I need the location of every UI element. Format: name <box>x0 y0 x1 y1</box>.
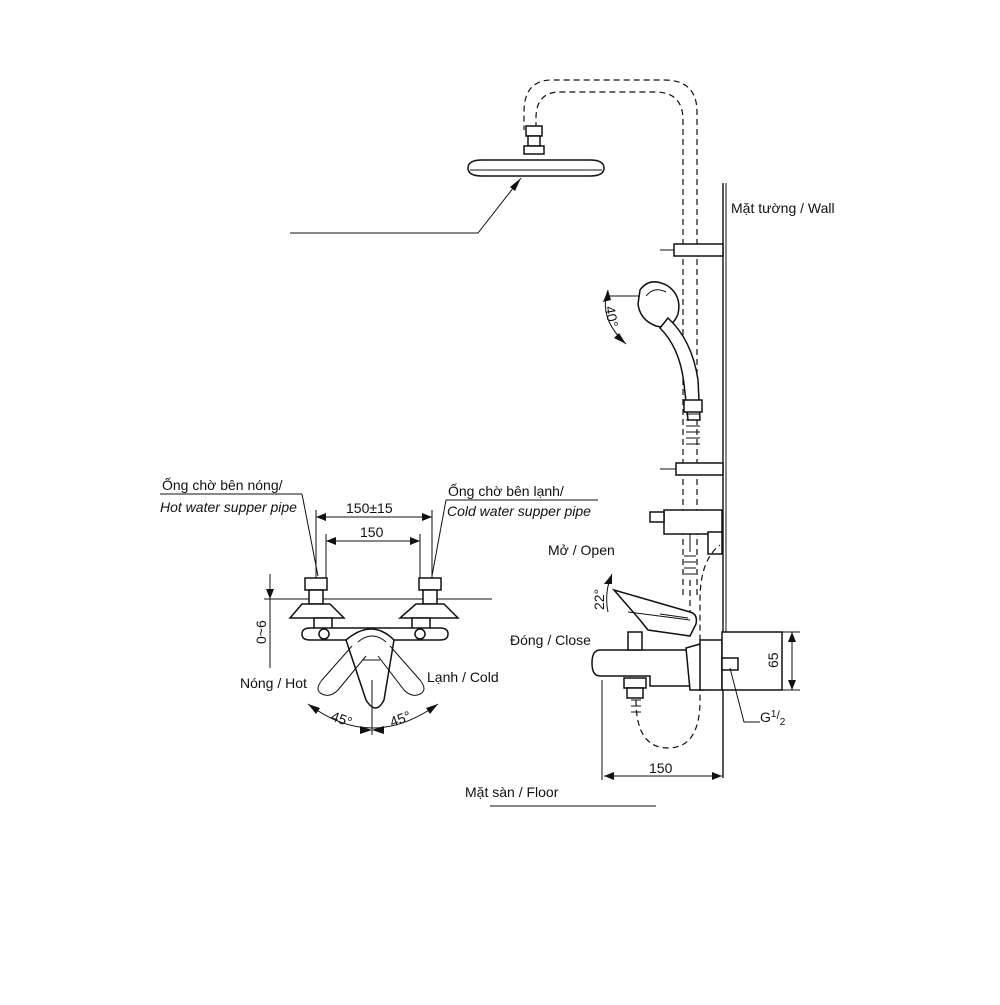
offset-dimension <box>264 574 300 668</box>
open-label: Mở / Open <box>548 542 615 558</box>
spacing-label: 150 <box>360 524 384 540</box>
thread-label: G1/2 <box>760 708 786 728</box>
spacing-tolerance-dimension <box>315 510 433 580</box>
upper-wall-bracket <box>660 243 724 257</box>
lever-angle-arc <box>604 573 613 613</box>
mixer-body-side <box>591 631 783 713</box>
lever-front <box>345 628 395 709</box>
overhead-shower-head <box>467 125 605 177</box>
lever-angle-label: 22° <box>591 589 607 610</box>
close-label: Đóng / Close <box>510 632 591 648</box>
floor-label: Mặt sàn / Floor <box>465 784 559 800</box>
hot-pipe-label-en: Hot water supper pipe <box>160 499 297 515</box>
wall-label: Mặt tường / Wall <box>731 200 835 216</box>
middle-wall-bracket <box>660 462 724 476</box>
cold-label: Lạnh / Cold <box>427 669 499 685</box>
cold-connector <box>398 577 460 631</box>
shower-riser-pipe <box>523 79 698 595</box>
height-label: 65 <box>765 652 781 668</box>
cold-pipe-leader <box>431 499 598 577</box>
spacing-dimension <box>325 534 421 584</box>
hot-connector <box>288 577 346 631</box>
thread-leader <box>729 667 760 723</box>
height-dimension <box>782 631 800 691</box>
lever-rotation-ghosts <box>317 645 425 696</box>
handshower-angle-arc <box>603 289 640 345</box>
angle-right-label: 45° <box>388 708 413 730</box>
mixer-lever <box>611 588 698 637</box>
wall-distance-label: 150 <box>649 760 673 776</box>
offset-label: 0~6 <box>253 620 269 644</box>
cold-pipe-label-en: Cold water supper pipe <box>447 503 591 519</box>
hot-label: Nóng / Hot <box>240 675 307 691</box>
diverter-block <box>649 509 723 575</box>
wall-distance-dimension <box>601 680 722 780</box>
shower-head-leader <box>290 177 522 234</box>
handshower-angle-label: 40° <box>602 305 621 329</box>
rotation-angle-arc <box>307 680 439 735</box>
hand-shower <box>637 281 703 445</box>
spacing-tolerance-label: 150±15 <box>346 500 393 516</box>
hot-pipe-leader <box>160 493 319 577</box>
cold-pipe-label-vi: Ống chờ bên lạnh/ <box>448 482 564 499</box>
hot-pipe-label-vi: Ống chờ bên nóng/ <box>162 476 283 493</box>
angle-left-label: 45° <box>329 708 354 730</box>
